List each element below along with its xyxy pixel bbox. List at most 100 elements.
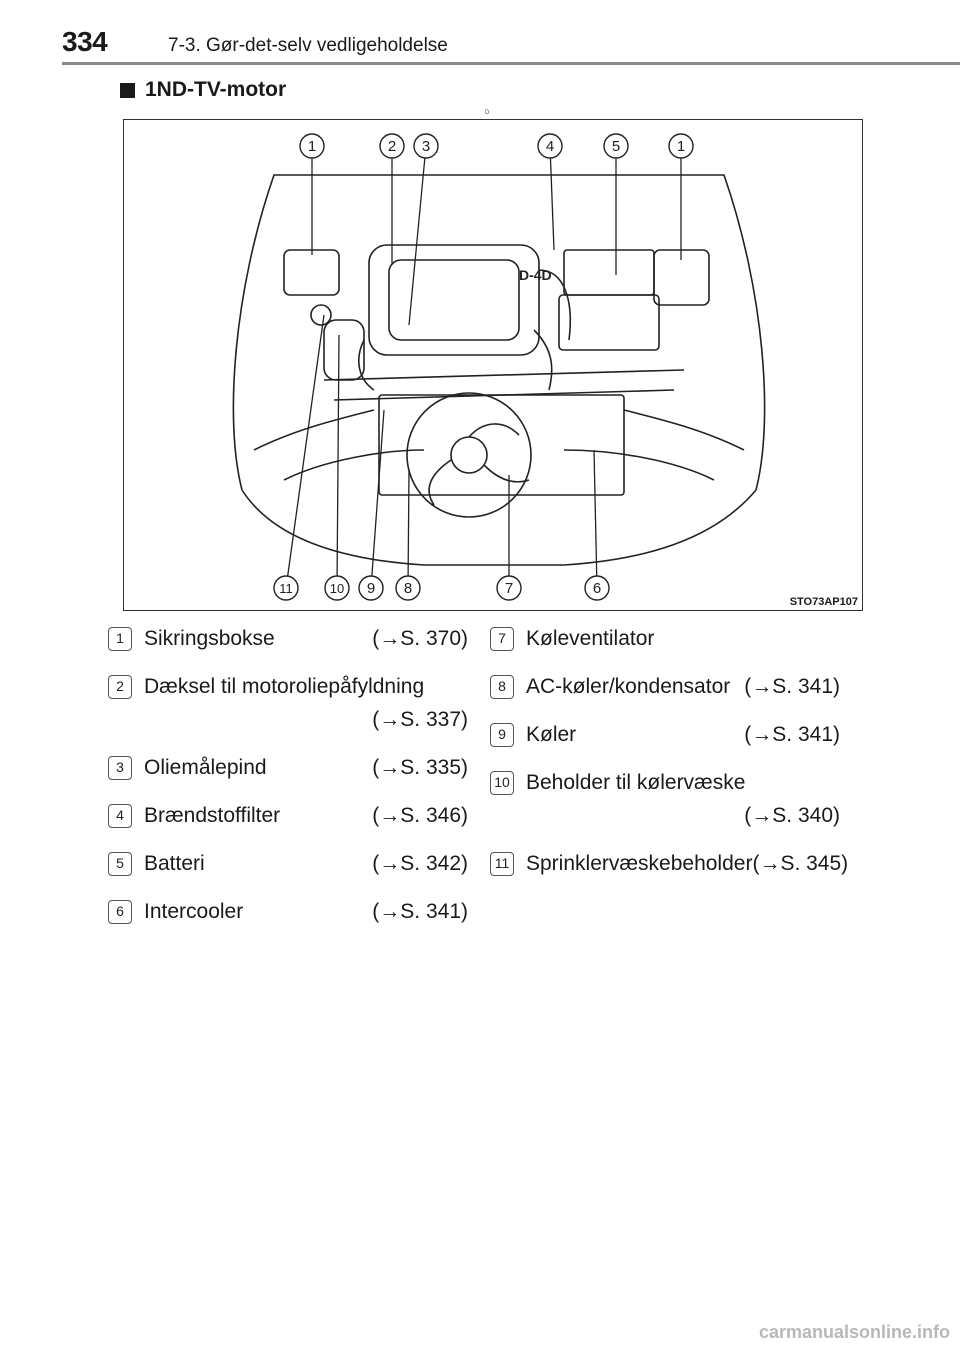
section-title-text: 1ND-TV-motor [145,78,287,101]
legend-label-row: Brændstoffilter (→S. 346) [144,799,468,832]
legend-number: 6 [108,900,132,924]
engine-outline [232,174,766,566]
legend-item: 2 Dæksel til motoroliepåfyldning (→S. 337) [108,670,468,736]
legend-label-row: Batteri (→S. 342) [144,847,468,880]
legend-number: 3 [108,756,132,780]
page-reference: (→S. 335) [372,756,468,779]
legend-number: 9 [490,723,514,747]
callout-leader [336,334,340,589]
callout-circle [537,133,563,159]
callout-leader [407,469,410,589]
legend-item: 4 Brændstoffilter (→S. 346) [108,799,468,832]
legend-item: 10 Beholder til kølervæske (→S. 340) [490,766,840,832]
callout-number: 9 [367,580,375,597]
page-reference: (→S. 340) [744,804,840,827]
engine-badge: D-4D [519,267,552,283]
legend-label: Køler [526,723,577,746]
legend-left: 1 Sikringsbokse (→S. 370) 2 Dæksel til motor… [108,622,468,943]
page-reference: (→S. 346) [372,804,468,827]
page-reference: (→S. 337) [372,708,468,731]
callout-number: 6 [593,580,601,597]
callout-circle [668,133,694,159]
legend-label: Batteri [144,852,205,875]
callout-leader [593,449,598,589]
legend-item: 6 Intercooler (→S. 341) [108,895,468,928]
callout-circle [358,575,384,601]
legend-label: Sprinklervæskebeholder [526,852,753,875]
page-header: 334 7-3. Gør-det-selv vedligeholdelse [62,24,960,66]
legend-number: 1 [108,627,132,651]
callout-circle [299,133,325,159]
callout-number: 1 [308,138,316,155]
legend-label: Brændstoffilter [144,804,281,827]
legend-label-row: AC-køler/kondensator (→S. 341) [526,670,840,703]
legend-item: 7 Køleventilator [490,622,840,655]
legend-item: 1 Sikringsbokse (→S. 370) [108,622,468,655]
callout-leader [285,314,325,589]
page-reference: (→S. 341) [372,900,468,923]
callout-number: 5 [612,138,620,155]
legend-label: Beholder til kølervæske [526,771,746,794]
legend-item: 11 Sprinklervæskebeholder(→S. 345) [490,847,848,880]
legend-right: 7 Køleventilator 8 AC-køler/kondensator (→S.… [490,622,848,895]
legend-label: Oliemålepind [144,756,267,779]
callout-circle [584,575,610,601]
legend-number: 7 [490,627,514,651]
callout-lines [285,145,682,589]
page-reference: (→S. 341) [744,675,840,698]
legend-number: 11 [490,852,514,876]
legend-item: 5 Batteri (→S. 342) [108,847,468,880]
callout-number: 4 [546,138,554,155]
section-title: 1ND-TV-motor [120,78,286,102]
callout-circle [413,133,439,159]
figure-marker: D [485,110,490,116]
callout-number: 11 [279,581,293,596]
callout-leader [408,145,427,326]
legend-number: 2 [108,675,132,699]
legend-item: 3 Oliemålepind (→S. 335) [108,751,468,784]
callout-circle [324,575,350,601]
legend-number: 8 [490,675,514,699]
callout-leader [549,145,555,251]
page-reference: (→S. 370) [372,627,468,650]
legend-label: Intercooler [144,900,244,923]
callout-circle [379,133,405,159]
callout-leader [370,409,385,589]
page-reference: (→S. 341) [744,723,840,746]
legend-label-row: Sikringsbokse (→S. 370) [144,622,468,655]
legend-label: Sikringsbokse [144,627,275,650]
legend-label: AC-køler/kondensator [526,675,731,698]
watermark: carmanualsonline.info [758,1322,950,1342]
legend-label-row: Intercooler (→S. 341) [144,895,468,928]
callout-circle [496,575,522,601]
callout-circle [395,575,421,601]
figure-code: STO73AP107 [789,596,858,608]
page-number: 334 [62,26,108,57]
legend-item: 9 Køler (→S. 341) [490,718,840,751]
legend-label: Dæksel til motoroliepåfyldning [144,675,425,698]
legend-label-row: Køler (→S. 341) [526,718,840,751]
callout-number: 7 [505,580,513,597]
page-reference: (→S. 345) [752,852,849,875]
callout-number: 10 [330,581,344,596]
callout-number: 2 [388,138,396,155]
callout-number: 8 [404,580,412,597]
chapter-title: 7-3. Gør-det-selv vedligeholdelse [168,35,448,56]
legend-number: 10 [490,771,514,795]
callout-number: 1 [677,138,685,155]
legend-number: 5 [108,852,132,876]
legend-label-row: Oliemålepind (→S. 335) [144,751,468,784]
callout-number: 3 [422,138,430,155]
legend-item: 8 AC-køler/kondensator (→S. 341) [490,670,840,703]
legend-label-row: Sprinklervæskebeholder(→S. 345) [526,847,848,880]
legend-label: Køleventilator [526,627,655,650]
header-rule [62,62,960,65]
callout-circle [273,575,299,601]
callout-circle [603,133,629,159]
legend-number: 4 [108,804,132,828]
legend-label-row: Køleventilator [526,622,840,655]
page-reference: (→S. 342) [372,852,468,875]
square-bullet-icon [120,82,135,98]
